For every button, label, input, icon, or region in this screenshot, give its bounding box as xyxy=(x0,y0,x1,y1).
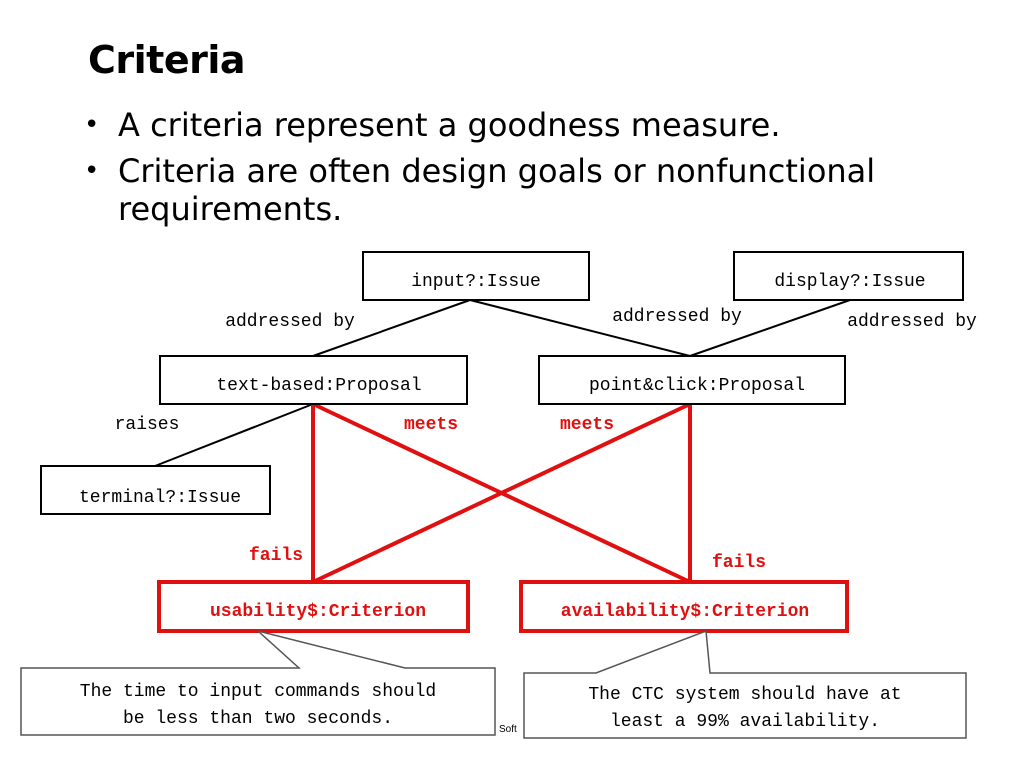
edge-text-to-terminal xyxy=(154,403,314,467)
note-usability: The time to input commands should be les… xyxy=(20,630,496,736)
black-edges xyxy=(154,299,851,467)
note-usability-line: be less than two seconds. xyxy=(123,709,393,729)
label-meets: meets xyxy=(560,415,614,435)
footer-text: Soft xyxy=(499,724,517,735)
edge-labels: addressed by addressed by addressed by r… xyxy=(115,307,977,573)
label-meets: meets xyxy=(404,415,458,435)
bullet-dot-icon: • xyxy=(84,110,100,140)
note-availability-line: The CTC system should have at xyxy=(588,685,901,705)
node-input-issue-label: input?:Issue xyxy=(411,272,541,292)
node-text-proposal-label: text-based:Proposal xyxy=(216,376,421,396)
edge-point-meets-usability xyxy=(312,402,691,584)
node-display-issue-label: display?:Issue xyxy=(774,272,925,292)
label-addressed-by: addressed by xyxy=(612,307,742,327)
node-text-proposal: text-based:Proposal xyxy=(159,355,468,405)
label-fails: fails xyxy=(249,546,303,566)
slide-title: Criteria xyxy=(88,38,246,82)
note-usability-line: The time to input commands should xyxy=(80,682,436,702)
node-point-proposal: point&click:Proposal xyxy=(538,355,846,405)
edge-display-to-point xyxy=(689,299,851,357)
node-terminal-issue: terminal?:Issue xyxy=(40,465,271,515)
note-usability-callout xyxy=(20,630,496,736)
bullet-item: • A criteria represent a goodness measure… xyxy=(84,106,984,144)
node-display-issue: display?:Issue xyxy=(733,251,964,301)
edge-input-to-point xyxy=(469,299,691,357)
label-addressed-by: addressed by xyxy=(225,312,355,332)
node-input-issue: input?:Issue xyxy=(362,251,590,301)
bullet-dot-icon: • xyxy=(84,156,100,186)
red-edges xyxy=(311,402,692,584)
edge-input-to-text xyxy=(312,299,471,357)
note-availability: The CTC system should have at least a 99… xyxy=(523,629,967,739)
node-usability-criterion-label: usability$:Criterion xyxy=(210,602,426,622)
note-availability-line: least a 99% availability. xyxy=(610,712,880,732)
bullet-list: • A criteria represent a goodness measure… xyxy=(84,106,984,236)
node-terminal-issue-label: terminal?:Issue xyxy=(79,488,241,508)
label-raises: raises xyxy=(115,415,180,435)
node-usability-criterion: usability$:Criterion xyxy=(157,580,470,633)
bullet-item: • Criteria are often design goals or nonf… xyxy=(84,152,984,228)
node-availability-criterion: availability$:Criterion xyxy=(519,580,849,633)
note-availability-callout xyxy=(523,629,967,739)
node-availability-criterion-label: availability$:Criterion xyxy=(561,602,809,622)
label-fails: fails xyxy=(712,553,766,573)
node-point-proposal-label: point&click:Proposal xyxy=(589,376,805,396)
label-addressed-by: addressed by xyxy=(847,312,977,332)
bullet-text: A criteria represent a goodness measure. xyxy=(118,106,781,144)
bullet-text: Criteria are often design goals or nonfu… xyxy=(118,152,876,228)
